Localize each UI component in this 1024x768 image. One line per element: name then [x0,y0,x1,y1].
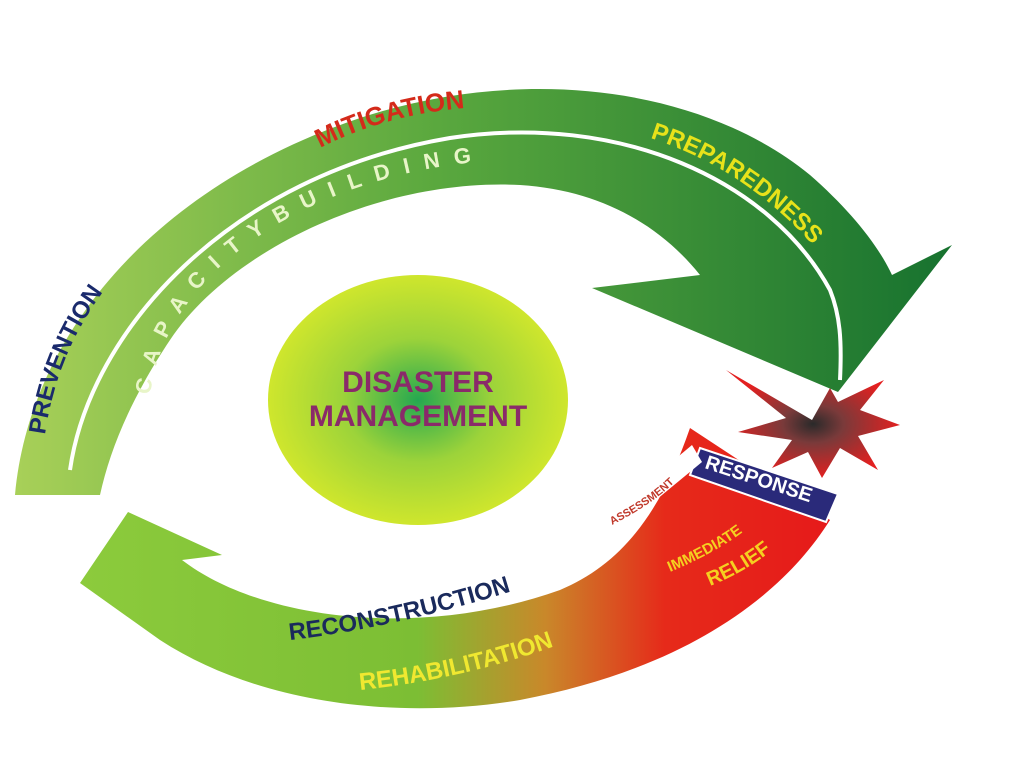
center-title-line2: MANAGEMENT [309,400,527,433]
explosion-burst-icon [726,370,900,478]
center-title-line1: DISASTER [342,366,494,399]
